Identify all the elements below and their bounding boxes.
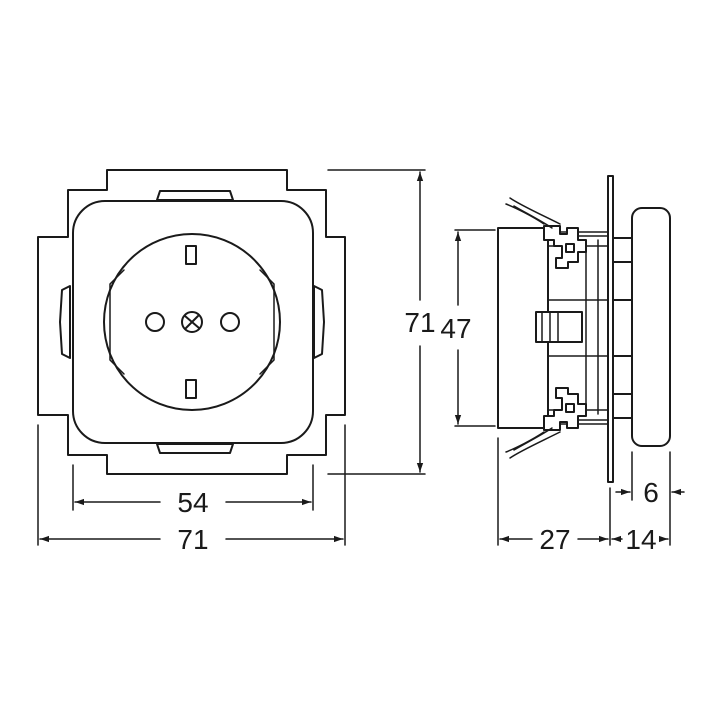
dimension-14-label: 14 <box>625 524 656 555</box>
earth-contact-bottom <box>185 379 197 399</box>
cable-lead-lower <box>505 427 561 459</box>
dimension-6-label: 6 <box>643 477 659 508</box>
spacer-mid <box>612 299 634 357</box>
socket-recess <box>103 233 281 411</box>
dimension-14: 14 <box>611 524 669 555</box>
dimension-47-label: 47 <box>440 313 471 344</box>
top-clip <box>156 190 234 201</box>
screw-slot-2 <box>185 315 199 329</box>
dimension-27: 27 <box>499 524 609 555</box>
pin-hole-right <box>220 312 240 332</box>
terminal-lower-pin <box>565 403 575 413</box>
dimension-47: 47 <box>440 231 472 425</box>
socket-pocket-left <box>109 269 125 375</box>
cover-plate-side <box>631 207 671 447</box>
cable-lead-upper <box>505 197 561 229</box>
dimension-27-label: 27 <box>539 524 570 555</box>
dimension-71-height-label: 71 <box>404 307 435 338</box>
spacer-upper <box>612 237 634 263</box>
front-view: 54 71 71 <box>37 169 436 555</box>
central-mechanism <box>535 311 583 343</box>
bottom-clip <box>156 443 234 454</box>
terminal-upper-pin <box>565 243 575 253</box>
dimension-54-label: 54 <box>177 487 208 518</box>
spacer-lower <box>612 393 634 419</box>
mounting-frame <box>37 169 346 475</box>
dimension-71-height: 71 <box>404 171 436 473</box>
right-clip <box>313 285 325 359</box>
dimension-6: 6 <box>615 477 685 508</box>
dimension-71-width: 71 <box>39 524 344 555</box>
pin-hole-left <box>145 312 165 332</box>
side-view: 47 27 6 14 <box>440 175 685 555</box>
socket-pocket-right <box>259 269 275 375</box>
centre-screw-icon <box>181 311 203 333</box>
dimension-71-width-label: 71 <box>177 524 208 555</box>
earth-contact-top <box>185 245 197 265</box>
dimension-54: 54 <box>74 487 312 518</box>
left-clip <box>59 285 71 359</box>
